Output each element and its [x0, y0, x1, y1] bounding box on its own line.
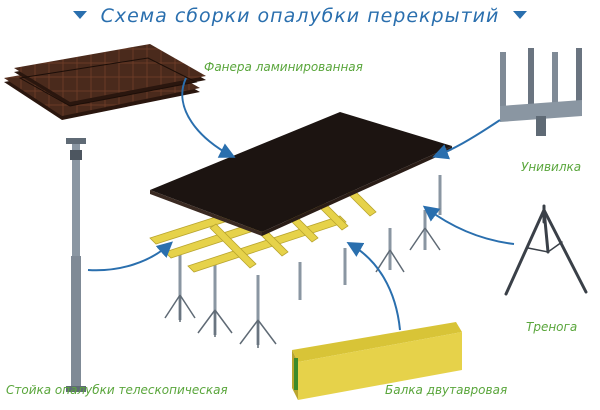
tripod-arrow — [422, 205, 515, 245]
plywood-arrow — [181, 77, 236, 158]
label-beam: Балка двутавровая — [385, 383, 508, 397]
label-tripod: Тренога — [526, 320, 578, 334]
label-plywood: Фанера ламинированная — [204, 60, 363, 74]
beam-arrow — [346, 242, 401, 331]
telescopic-prop-image — [66, 138, 86, 392]
fork-arrow — [432, 119, 501, 160]
plywood-sheets-image — [4, 44, 206, 120]
formwork-assembly-image — [149, 112, 452, 348]
label-prop: Стойка опалубки телескопическая — [6, 383, 228, 397]
left-triangle-icon — [72, 11, 87, 19]
fork-head-image — [500, 48, 582, 136]
right-triangle-icon — [513, 11, 528, 19]
tripod-image — [504, 204, 588, 296]
prop-arrow — [87, 241, 173, 272]
label-fork: Унивилка — [521, 160, 582, 174]
i-beam-image — [292, 322, 462, 400]
diagram-title-wrap: Схема сборки опалубки перекрытий — [0, 5, 600, 27]
diagram-title: Схема сборки опалубки перекрытий — [100, 5, 500, 27]
pointer-arrows — [87, 77, 515, 331]
